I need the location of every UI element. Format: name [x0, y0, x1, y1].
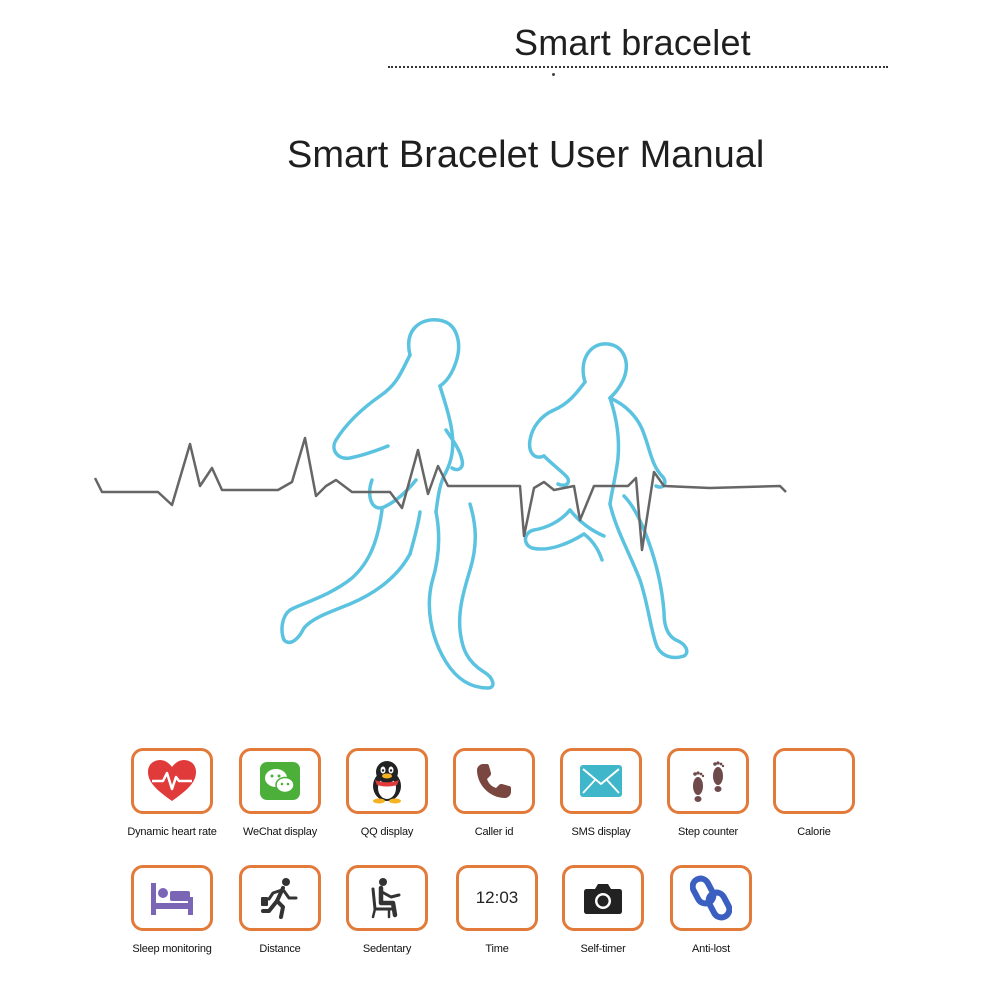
feature-icon-frame — [131, 865, 213, 931]
feature-sleep-monitoring: Sleep monitoring — [112, 865, 232, 955]
feature-label: QQ display — [360, 826, 414, 838]
feature-icon-frame — [131, 748, 213, 814]
header-dot — [552, 73, 555, 76]
feature-qq-display: QQ display — [327, 748, 447, 838]
chain-link-icon — [690, 875, 732, 921]
feature-icon-frame — [560, 748, 642, 814]
feature-label: Dynamic heart rate — [127, 826, 217, 838]
feature-icon-frame — [453, 748, 535, 814]
feature-icon-frame — [667, 748, 749, 814]
feature-wechat-display: WeChat display — [220, 748, 340, 838]
feature-caller-id: Caller id — [434, 748, 554, 838]
feature-label: Self-timer — [580, 943, 626, 955]
feature-icon-frame — [239, 865, 321, 931]
header-title: Smart bracelet — [514, 22, 751, 63]
feature-anti-lost: Anti-lost — [651, 865, 771, 955]
heart-rate-icon — [148, 760, 196, 801]
envelope-icon — [580, 765, 622, 797]
feature-icon-frame — [346, 865, 428, 931]
camera-icon — [584, 884, 622, 914]
feature-label: WeChat display — [242, 826, 318, 838]
feature-dynamic-heart-rate: Dynamic heart rate — [112, 748, 232, 838]
feature-step-counter: Step counter — [648, 748, 768, 838]
running-person-icon — [261, 878, 298, 919]
header-dotted-rule — [388, 66, 888, 68]
feature-label: Anti-lost — [692, 943, 730, 955]
feature-icon-frame — [670, 865, 752, 931]
feature-label: Caller id — [474, 826, 514, 838]
feature-distance: Distance — [220, 865, 340, 955]
feature-icon-frame — [239, 748, 321, 814]
seated-person-icon — [371, 878, 401, 919]
bed-icon — [151, 883, 193, 915]
document-title: Smart Bracelet User Manual — [287, 134, 765, 176]
feature-label: Calorie — [797, 826, 831, 838]
runner-outline-right — [523, 342, 689, 660]
feature-icon-frame: 12:03 — [456, 865, 538, 931]
ecg-heartbeat-line — [93, 436, 787, 552]
wechat-icon — [260, 762, 300, 800]
feature-sms-display: SMS display — [541, 748, 661, 838]
feature-label: Sleep monitoring — [132, 943, 212, 955]
runner-outline-left — [280, 318, 495, 690]
feature-self-timer: Self-timer — [543, 865, 663, 955]
feature-label: Step counter — [678, 826, 738, 838]
feature-label: SMS display — [571, 826, 631, 838]
footprints-icon — [693, 761, 725, 802]
runners-illustration — [93, 318, 787, 690]
phone-icon — [477, 764, 511, 798]
clock-text-icon: 12:03 — [475, 888, 519, 907]
feature-label: Sedentary — [362, 943, 412, 955]
feature-label: Time — [485, 943, 509, 955]
feature-label: Distance — [259, 943, 301, 955]
feature-grid: Dynamic heart rate WeChat display — [0, 748, 1000, 978]
feature-icon-frame — [346, 748, 428, 814]
feature-icon-frame — [562, 865, 644, 931]
feature-time: 12:03 Time — [437, 865, 557, 955]
feature-icon-frame — [773, 748, 855, 814]
feature-calorie: Calorie — [754, 748, 874, 838]
feature-sedentary: Sedentary — [327, 865, 447, 955]
qq-penguin-icon — [373, 761, 401, 804]
